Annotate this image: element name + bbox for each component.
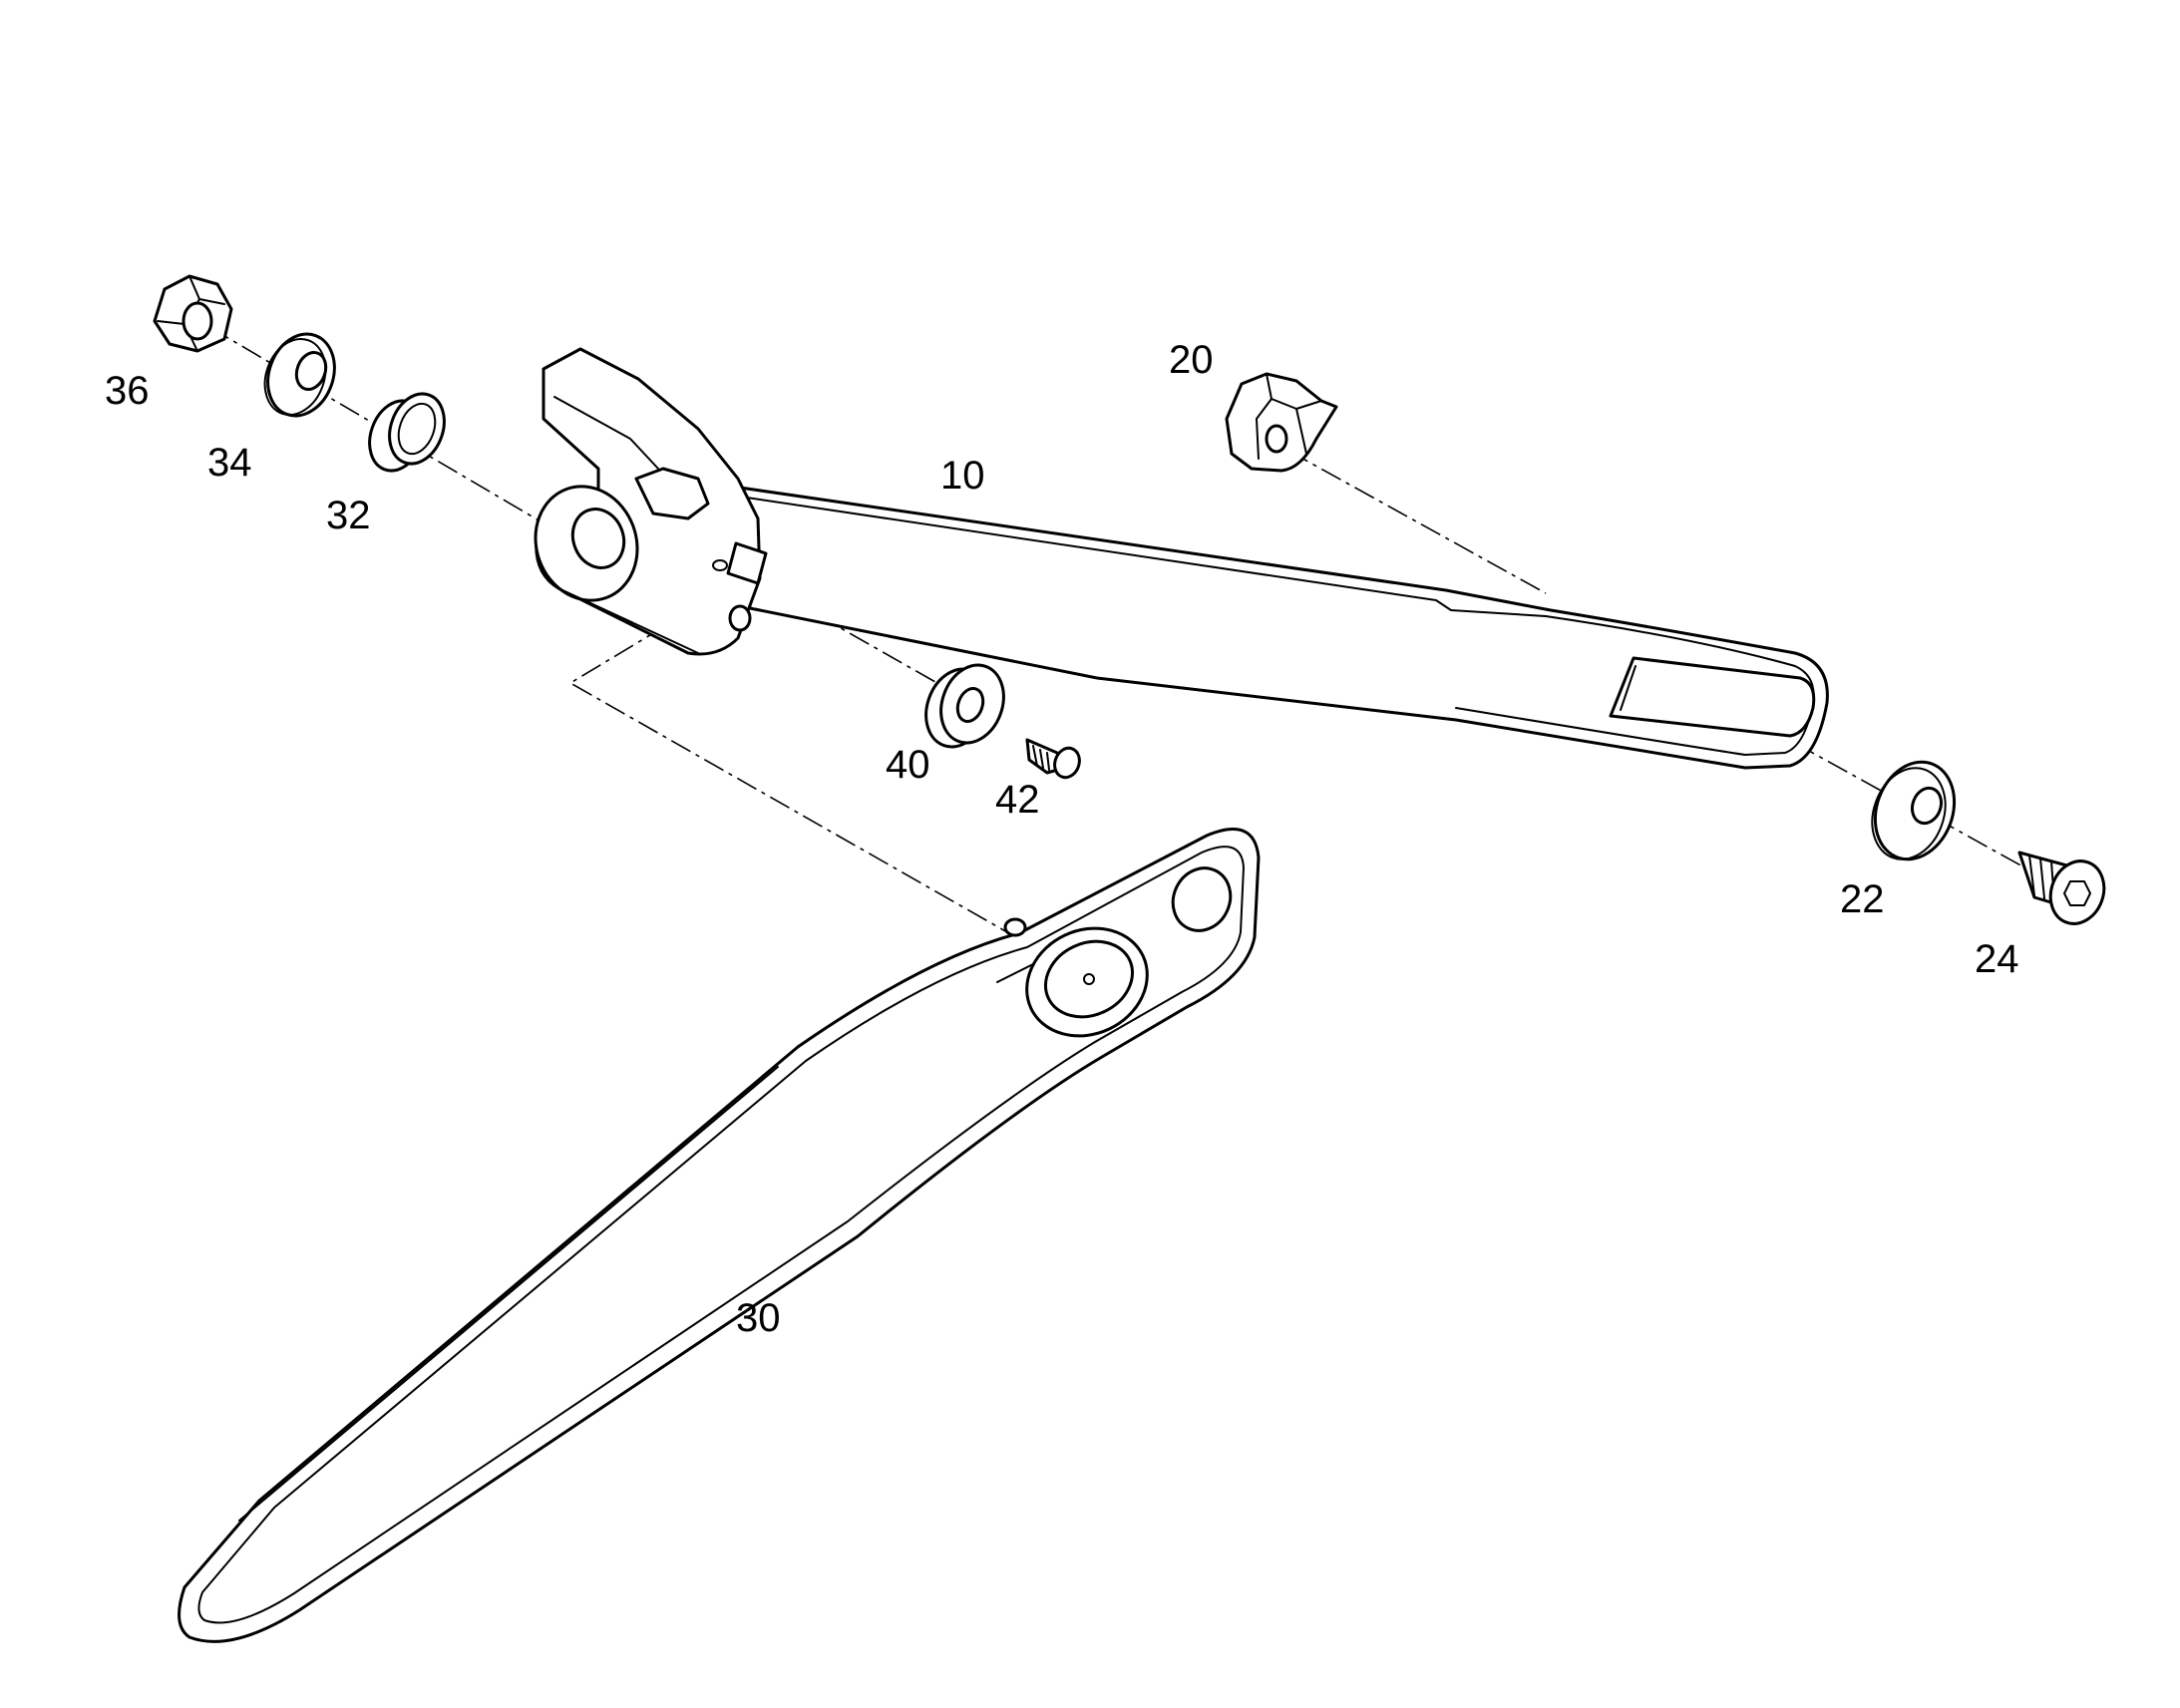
part-10-upper-lever: [534, 347, 1829, 770]
part-30-lower-lever: [178, 828, 1261, 1643]
part-22-washer: [1871, 760, 1957, 861]
callout-20: 20: [1169, 338, 1214, 382]
part-42-small-screw: [1025, 738, 1081, 780]
part-32-bushing: [368, 392, 446, 473]
part-36-hex-nut: [153, 274, 233, 353]
part-20-clip: [1225, 372, 1338, 473]
callout-22: 22: [1840, 877, 1885, 921]
callout-40: 40: [886, 743, 930, 787]
callout-34: 34: [207, 441, 252, 485]
callout-42: 42: [995, 778, 1040, 822]
callout-36: 36: [105, 369, 150, 413]
callout-32: 32: [326, 494, 371, 537]
part-34-washer: [263, 332, 336, 418]
part-40-spacer: [924, 663, 1005, 749]
part-24-cap-screw: [2017, 851, 2106, 925]
callout-24: 24: [1975, 937, 2019, 981]
callouts: 36 34 32 10 20 40 42 22 24 30: [105, 338, 2019, 1340]
callout-10: 10: [940, 454, 985, 498]
callout-30: 30: [736, 1296, 781, 1340]
